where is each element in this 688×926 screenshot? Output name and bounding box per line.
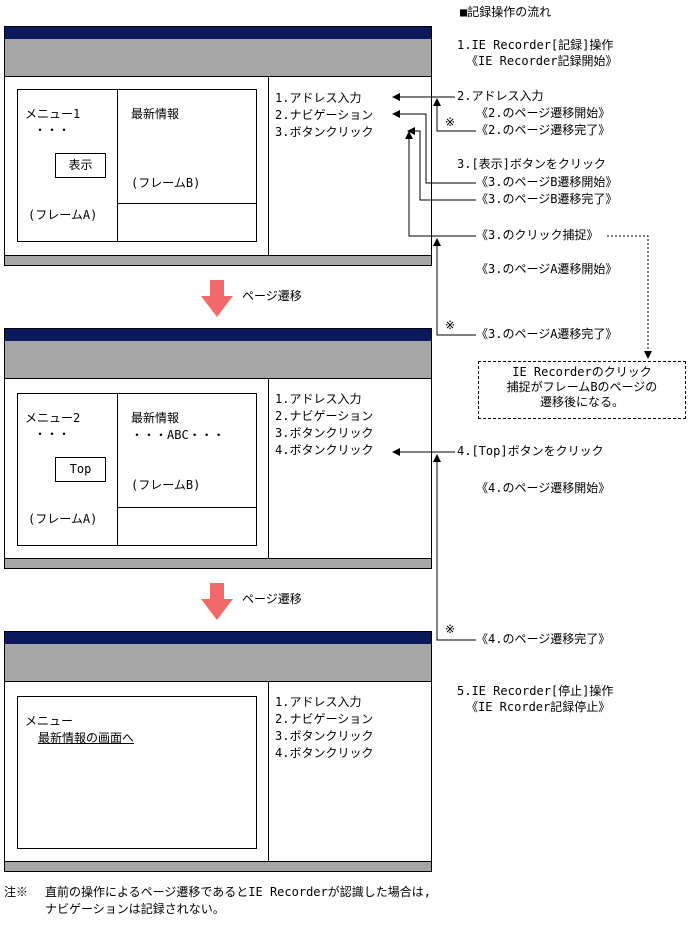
top-button[interactable]: Top xyxy=(55,457,106,482)
toolbar xyxy=(5,341,431,379)
mark-3: ※ xyxy=(445,622,456,636)
note-line-2: 捕捉がフレームBのページの xyxy=(506,380,658,394)
note-line-3: 遷移後になる。 xyxy=(539,395,624,409)
frame-a-label: (フレームA) xyxy=(28,512,98,526)
mark-1: ※ xyxy=(445,115,456,129)
step-3-sub-4: 《3.のページA遷移完了》 xyxy=(476,327,618,341)
recorded-item-3: 3.ボタンクリック xyxy=(275,729,374,743)
latest-info-content: ・・・ABC・・・ xyxy=(131,428,225,442)
status-bar xyxy=(5,558,431,568)
footnote-mark: 注※ xyxy=(4,885,29,899)
recorded-item-2: 2.ナビゲーション xyxy=(275,108,374,122)
frame-b-label: (フレームB) xyxy=(131,176,201,190)
title-bar xyxy=(5,632,431,644)
footnote-line-2: ナビゲーションは記録されない。 xyxy=(45,902,225,916)
frameset-box: メニュー1 ・・・ 表示 (フレームA) 最新情報 (フレームB) xyxy=(17,89,257,242)
frame-divider xyxy=(117,90,118,241)
transition-label-1: ページ遷移 xyxy=(242,289,302,303)
step-3-sub-2: 《3.のページB遷移完了》 xyxy=(476,192,618,206)
step-4-sub-2: 《4.のページ遷移完了》 xyxy=(476,632,611,646)
page-box: メニュー 最新情報の画面へ xyxy=(17,696,257,849)
toolbar xyxy=(5,644,431,682)
browser-window-2: メニュー2 ・・・ Top (フレームA) 最新情報 ・・・ABC・・・ (フレ… xyxy=(4,328,432,569)
recorded-item-4: 4.ボタンクリック xyxy=(275,746,374,760)
transition-arrow-2 xyxy=(201,583,233,620)
frame-divider-h xyxy=(118,203,256,204)
capture-note-box: IE Recorderのクリック 捕捉がフレームBのページの 遷移後になる。 xyxy=(478,361,686,419)
status-bar xyxy=(5,255,431,265)
footnote-line-1: 直前の操作によるページ遷移であるとIE Recorderが認識した場合は, xyxy=(45,885,431,899)
step-3-capture: 《3.のクリック捕捉》 xyxy=(476,228,599,242)
display-button-label: 表示 xyxy=(68,158,93,172)
recorded-item-3: 3.ボタンクリック xyxy=(275,426,374,440)
frame-a-label: (フレームA) xyxy=(28,208,98,222)
recorded-item-1: 1.アドレス入力 xyxy=(275,695,362,709)
step-4: 4.[Top]ボタンをクリック xyxy=(457,444,604,458)
step-2-sub-1: 《2.のページ遷移開始》 xyxy=(476,106,611,120)
toolbar xyxy=(5,39,431,77)
frame-divider xyxy=(117,394,118,545)
title-bar xyxy=(5,27,431,39)
step-2: 2.アドレス入力 xyxy=(457,89,544,103)
step-5-sub: 《IE Rcorder記録停止》 xyxy=(466,700,611,714)
latest-info-title: 最新情報 xyxy=(131,107,180,121)
menu-label: メニュー2 xyxy=(25,411,81,425)
frameset-box: メニュー2 ・・・ Top (フレームA) 最新情報 ・・・ABC・・・ (フレ… xyxy=(17,393,257,546)
pane-divider xyxy=(268,76,269,256)
step-2-sub-2: 《2.のページ遷移完了》 xyxy=(476,123,611,137)
step-1-sub: 《IE Recorder記録開始》 xyxy=(466,54,618,68)
browser-window-1: メニュー1 ・・・ 表示 (フレームA) 最新情報 (フレームB) 1.アドレス… xyxy=(4,26,432,266)
step-3-sub-1: 《3.のページB遷移開始》 xyxy=(476,175,618,189)
step-5: 5.IE Recorder[停止]操作 xyxy=(457,684,614,698)
browser-window-3: メニュー 最新情報の画面へ 1.アドレス入力 2.ナビゲーション 3.ボタンクリ… xyxy=(4,631,432,872)
top-button-label: Top xyxy=(69,462,92,476)
transition-arrow-1 xyxy=(201,280,233,317)
latest-info-link[interactable]: 最新情報の画面へ xyxy=(38,731,134,746)
menu-dots: ・・・ xyxy=(34,427,71,441)
latest-info-link-text: 最新情報の画面へ xyxy=(38,731,135,745)
step-3: 3.[表示]ボタンをクリック xyxy=(457,157,606,171)
menu-label: メニュー1 xyxy=(25,107,81,121)
menu-label: メニュー xyxy=(25,714,74,728)
note-line-1: IE Recorderのクリック xyxy=(512,365,652,379)
menu-dots: ・・・ xyxy=(34,123,71,137)
recorded-item-2: 2.ナビゲーション xyxy=(275,712,374,726)
frame-divider-h xyxy=(118,507,256,508)
recorded-item-1: 1.アドレス入力 xyxy=(275,91,362,105)
step-4-sub-1: 《4.のページ遷移開始》 xyxy=(476,481,611,495)
recorded-item-3: 3.ボタンクリック xyxy=(275,125,374,139)
latest-info-title: 最新情報 xyxy=(131,411,180,425)
step-1: 1.IE Recorder[記録]操作 xyxy=(457,38,614,52)
mark-2: ※ xyxy=(445,318,456,332)
recorded-item-2: 2.ナビゲーション xyxy=(275,409,374,423)
display-button[interactable]: 表示 xyxy=(55,153,106,178)
step-3-sub-3: 《3.のページA遷移開始》 xyxy=(476,262,618,276)
title-bar xyxy=(5,329,431,341)
pane-divider xyxy=(268,681,269,862)
flow-heading: ■記録操作の流れ xyxy=(460,5,552,19)
transition-label-2: ページ遷移 xyxy=(242,592,302,606)
frame-b-label: (フレームB) xyxy=(131,478,201,492)
status-bar xyxy=(5,861,431,871)
pane-divider xyxy=(268,378,269,559)
recorded-item-4: 4.ボタンクリック xyxy=(275,443,374,457)
recorded-item-1: 1.アドレス入力 xyxy=(275,392,362,406)
